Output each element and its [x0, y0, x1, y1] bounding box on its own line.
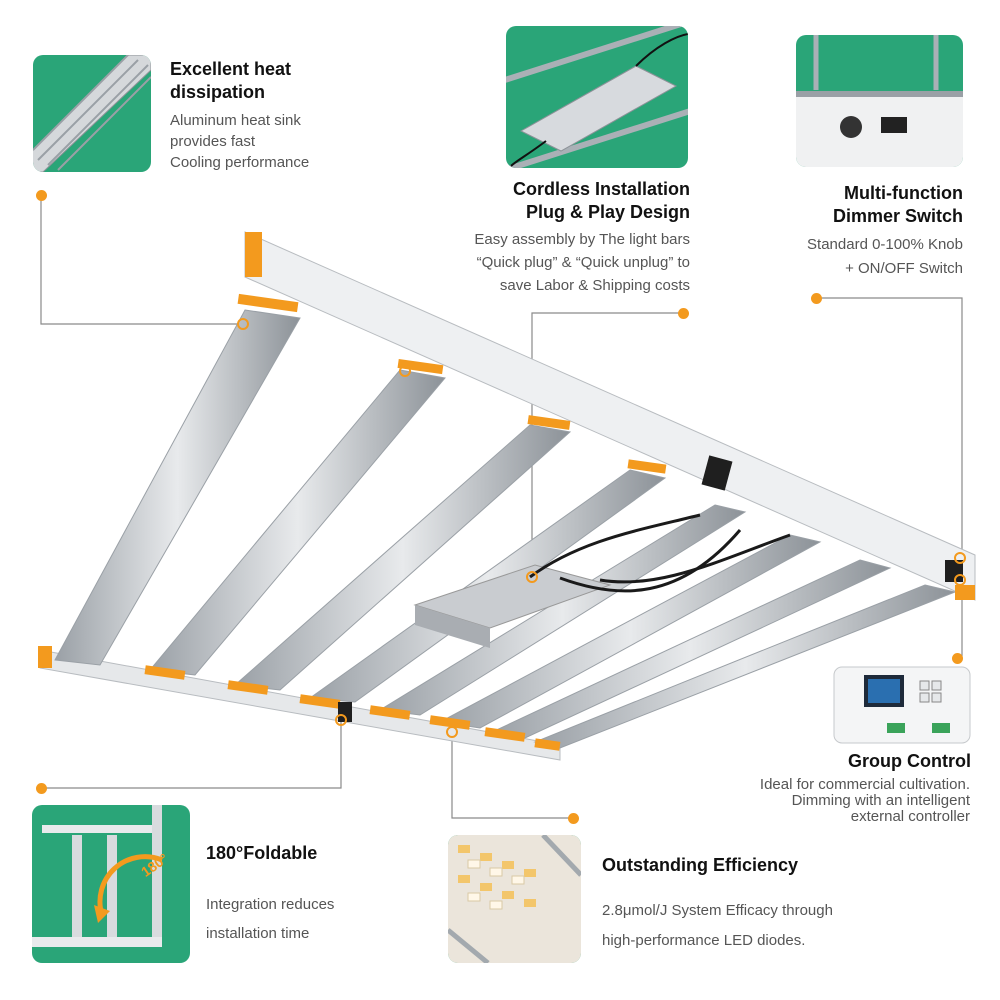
callout-dot-dimmer	[811, 293, 822, 304]
controller-image	[833, 666, 971, 744]
foldable-title: 180°Foldable	[206, 843, 318, 863]
cordless-description: Easy assembly by The light bars“Quick pl…	[474, 231, 690, 294]
callout-dot-cordless	[678, 308, 689, 319]
callout-dot-efficiency	[568, 813, 579, 824]
callout-dot-group	[952, 653, 963, 664]
group-description: Ideal for commercial cultivation.Dimming…	[759, 776, 970, 825]
led-diodes-thumbnail	[448, 835, 581, 963]
heat-sink-thumbnail	[33, 55, 151, 172]
dimmer-description: Standard 0-100% Knob+ ON/OFF Switch	[807, 236, 963, 277]
efficiency-title: Outstanding Efficiency	[602, 855, 799, 875]
group-title: Group Control	[848, 751, 971, 771]
driver-box-thumbnail	[506, 26, 688, 168]
callout-dot-heat	[36, 190, 47, 201]
callout-dot-foldable	[36, 783, 47, 794]
foldable-thumbnail: 180°	[32, 805, 190, 963]
knob-icon	[840, 116, 862, 138]
dimmer-thumbnail	[796, 35, 963, 167]
